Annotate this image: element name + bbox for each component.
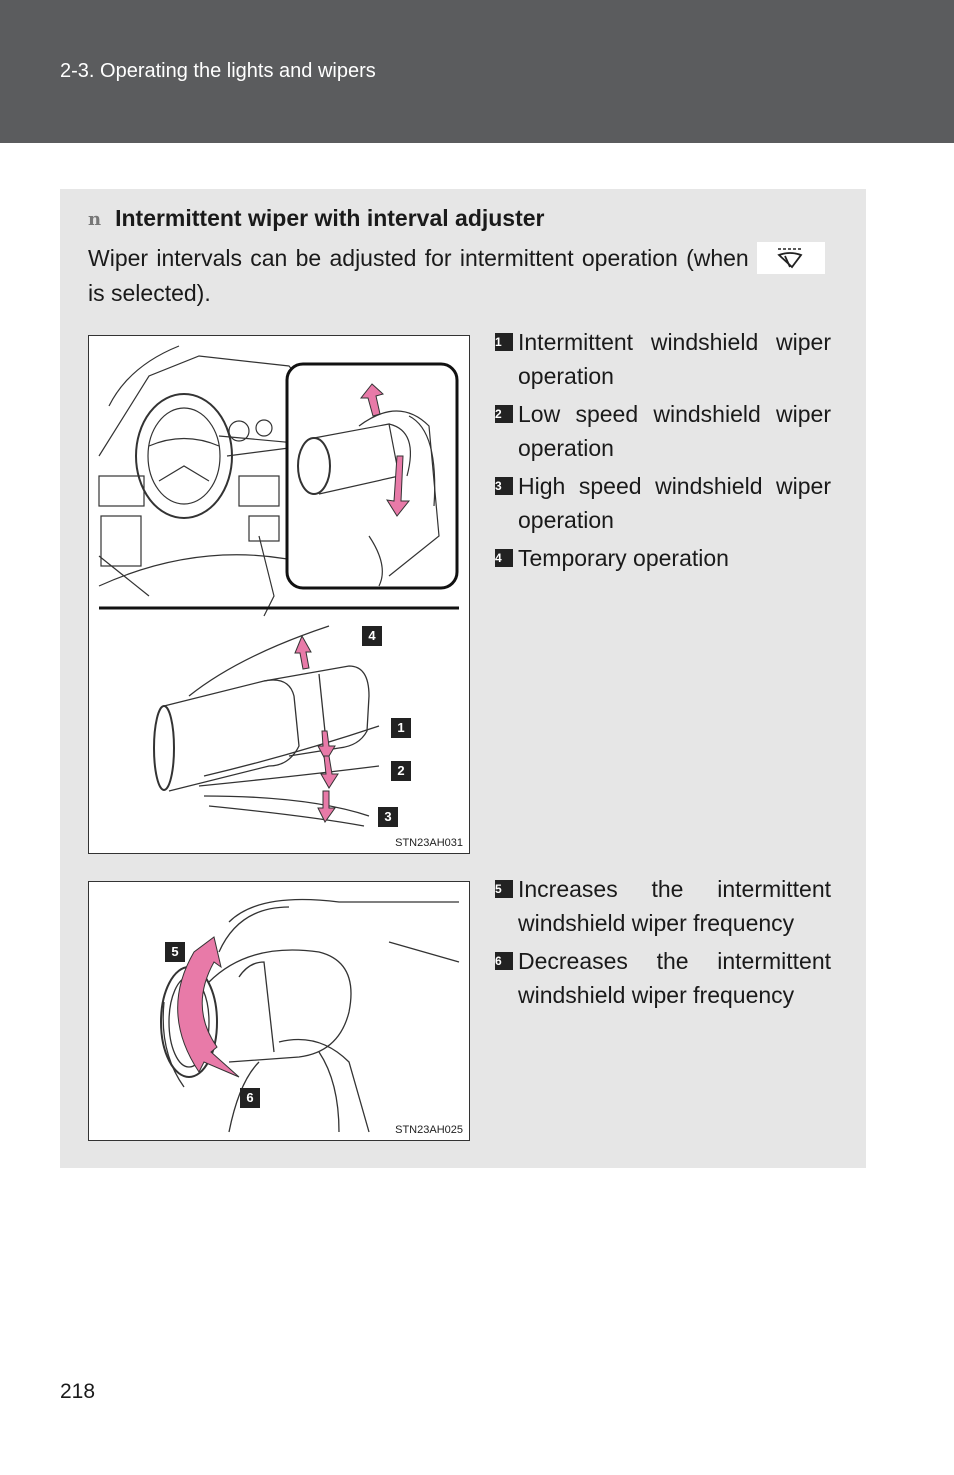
wiper-lever-illustration bbox=[98, 345, 459, 827]
legend-wiper-modes: 1 Intermittent windshield wiper operatio… bbox=[495, 325, 831, 579]
legend-text: Temporary operation bbox=[518, 545, 729, 571]
figure-code: STN23AH031 bbox=[395, 837, 463, 849]
legend-number: 2 bbox=[495, 405, 513, 423]
callout-5: 5 bbox=[165, 942, 185, 962]
legend-number: 4 bbox=[495, 549, 513, 567]
legend-item: 1 Intermittent windshield wiper operatio… bbox=[495, 325, 831, 393]
legend-item: 3 High speed windshield wiper operation bbox=[495, 469, 831, 537]
legend-text: Increases the intermittent windshield wi… bbox=[518, 876, 831, 936]
legend-text: Decreases the intermittent windshield wi… bbox=[518, 948, 831, 1008]
legend-item: 5 Increases the intermittent windshield … bbox=[495, 872, 831, 940]
chapter-title: 2-3. Operating the lights and wipers bbox=[60, 60, 376, 82]
legend-number: 6 bbox=[495, 952, 513, 970]
figure-interval-adjuster: 5 6 STN23AH025 bbox=[88, 881, 470, 1141]
section-heading-text: Intermittent wiper with interval adjuste… bbox=[115, 205, 545, 231]
callout-6: 6 bbox=[240, 1088, 260, 1108]
figure-code: STN23AH025 bbox=[395, 1124, 463, 1136]
figure-wiper-lever: 4 1 2 3 STN23AH031 bbox=[88, 335, 470, 854]
page-number: 218 bbox=[60, 1380, 96, 1403]
bullet-icon: n bbox=[88, 209, 102, 230]
legend-text: Low speed windshield wiper operation bbox=[518, 401, 831, 461]
legend-number: 5 bbox=[495, 880, 513, 898]
legend-interval: 5 Increases the intermittent windshield … bbox=[495, 872, 831, 1016]
legend-item: 4 Temporary operation bbox=[495, 541, 831, 575]
legend-text: High speed windshield wiper operation bbox=[518, 473, 831, 533]
legend-item: 6 Decreases the intermittent windshield … bbox=[495, 944, 831, 1012]
intro-paragraph: Wiper intervals can be adjusted for inte… bbox=[88, 241, 831, 310]
legend-number: 1 bbox=[495, 333, 513, 351]
legend-text: Intermittent windshield wiper operation bbox=[518, 329, 831, 389]
intermittent-wiper-icon bbox=[757, 241, 825, 274]
callout-2: 2 bbox=[391, 761, 411, 781]
page-header: 2-3. Operating the lights and wipers bbox=[0, 0, 954, 143]
callout-1: 1 bbox=[391, 718, 411, 738]
intro-text-before: Wiper intervals can be adjusted for inte… bbox=[88, 245, 749, 271]
legend-item: 2 Low speed windshield wiper operation bbox=[495, 397, 831, 465]
intro-text-after: is selected). bbox=[88, 279, 211, 306]
content-panel: n Intermittent wiper with interval adjust… bbox=[60, 189, 866, 1168]
section-heading: n Intermittent wiper with interval adjust… bbox=[88, 205, 545, 232]
legend-number: 3 bbox=[495, 477, 513, 495]
callout-4: 4 bbox=[362, 626, 382, 646]
interval-adjuster-illustration bbox=[160, 898, 460, 1133]
callout-3: 3 bbox=[378, 807, 398, 827]
